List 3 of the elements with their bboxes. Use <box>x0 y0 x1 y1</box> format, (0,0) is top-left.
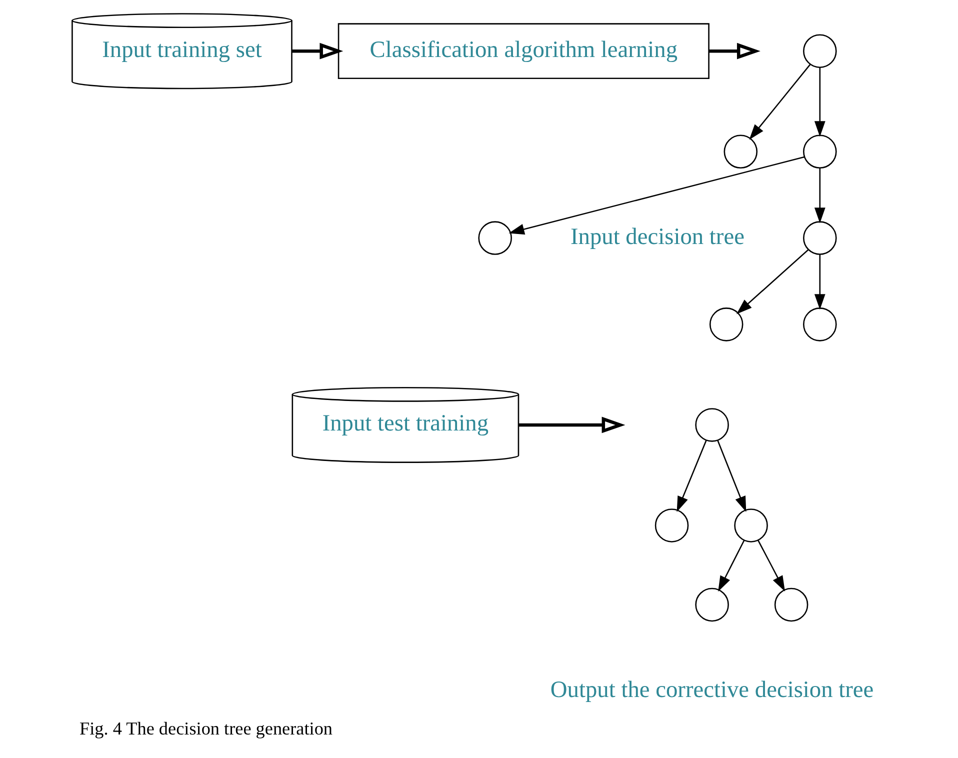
caption: Fig. 4 The decision tree generation <box>79 718 332 738</box>
label: Input decision tree <box>570 224 744 250</box>
label: Output the corrective decision tree <box>550 676 874 703</box>
